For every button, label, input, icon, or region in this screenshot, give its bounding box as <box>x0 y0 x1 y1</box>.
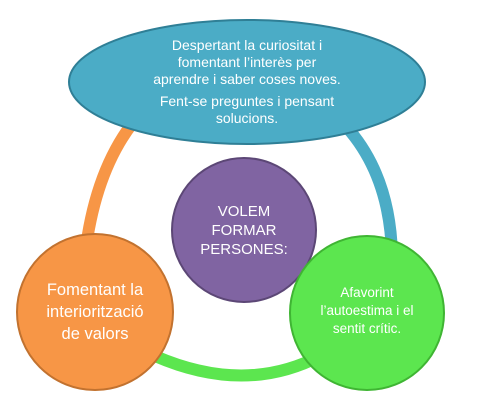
center-node-line: VOLEM <box>217 202 271 220</box>
center-node-line: FORMAR <box>211 221 277 239</box>
top-node-line: Fent-se preguntes i pensant <box>159 93 335 109</box>
right-node-text: Afavorint l’autoestima i el sentit críti… <box>298 268 436 354</box>
top-node-line: Despertant la curiositat i <box>171 37 323 53</box>
right-node-line: sentit crític. <box>332 321 402 336</box>
top-node-line: aprendre i saber coses noves. <box>153 71 341 87</box>
center-node-text: VOLEM FORMAR PERSONES: <box>178 190 310 270</box>
left-node-line: interiorització <box>46 303 144 321</box>
left-node-circle <box>16 233 174 391</box>
arc-top-to-right <box>335 115 398 256</box>
left-node-line: de valors <box>61 325 129 343</box>
left-node-text: Fomentant la interiorització de valors <box>20 262 170 362</box>
top-node-ellipse <box>68 19 426 145</box>
right-node-circle <box>289 235 445 391</box>
right-node-line: l’autoestima i el <box>320 303 414 318</box>
top-node-text: Despertant la curiositat i fomentant l’i… <box>112 28 382 136</box>
right-node-line: Afavorint <box>340 285 394 300</box>
left-node-line: Fomentant la <box>46 281 144 299</box>
center-node-circle <box>171 157 317 303</box>
center-node-line: PERSONES: <box>200 240 288 258</box>
arc-right-to-left <box>152 350 323 382</box>
top-node-line: solucions. <box>215 110 279 126</box>
top-node-line: fomentant l’interès per <box>177 54 317 70</box>
